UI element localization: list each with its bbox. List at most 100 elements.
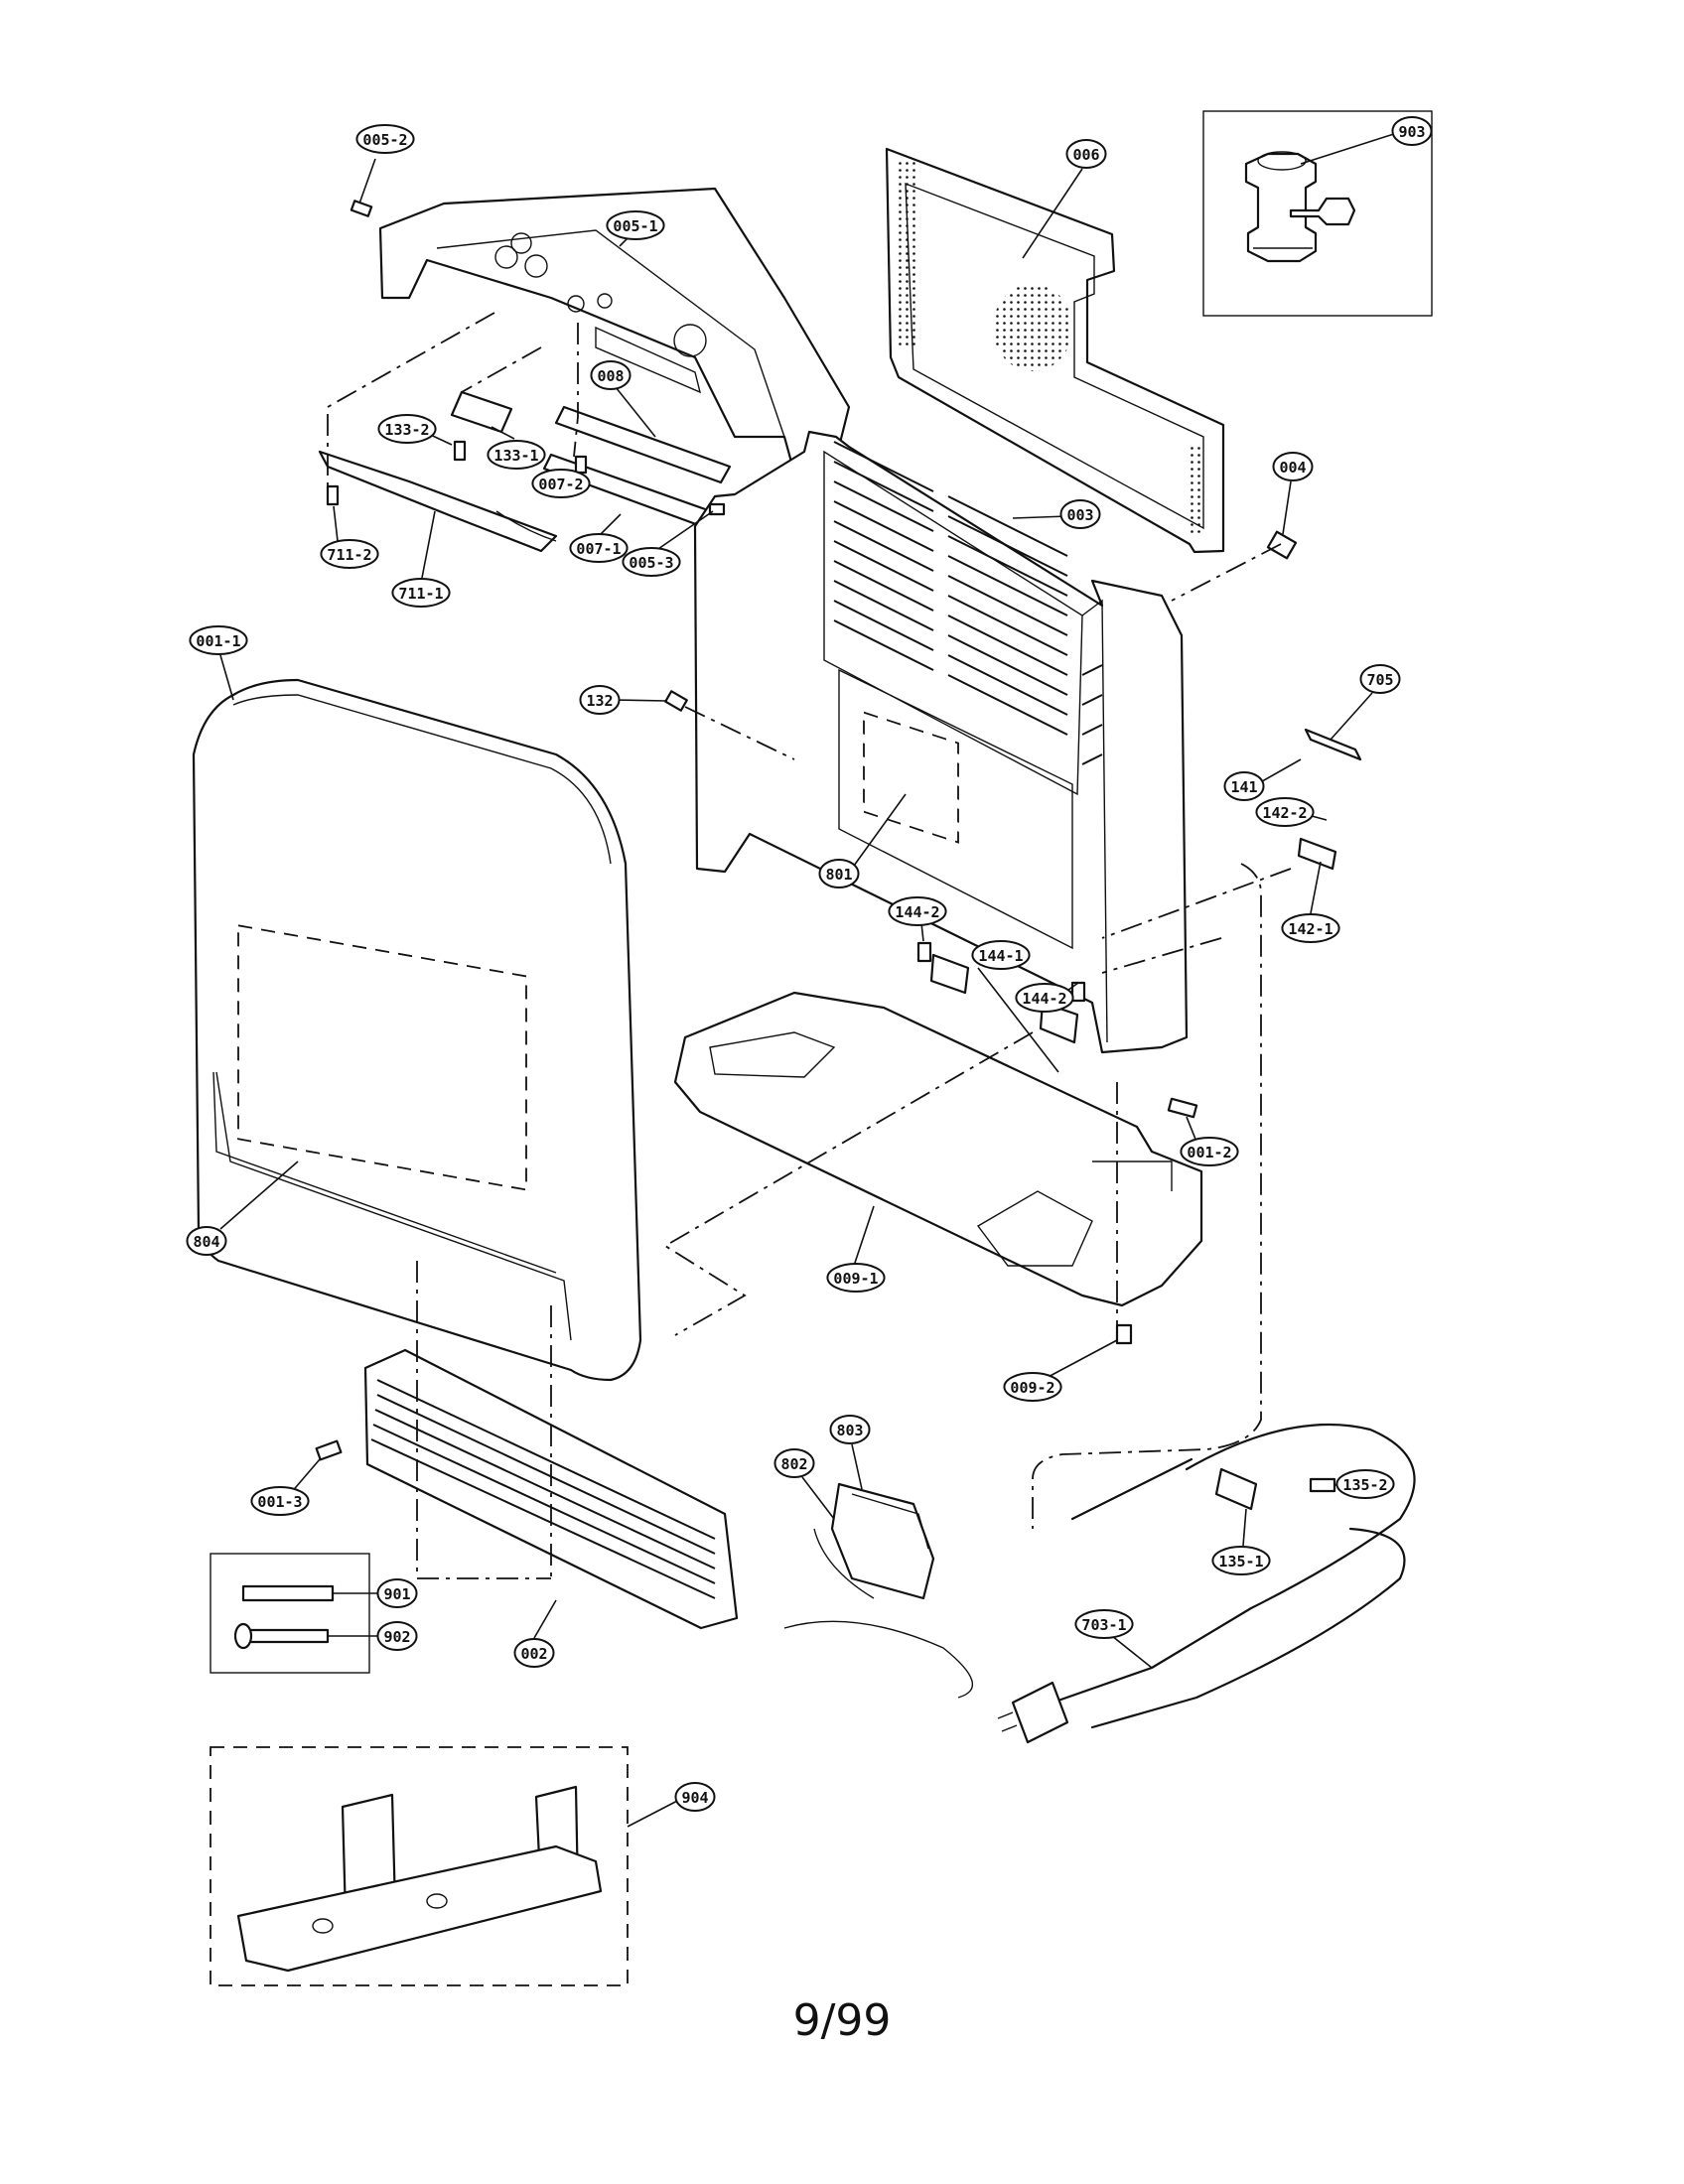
svg-text:003: 003 bbox=[1066, 506, 1093, 524]
callout-904: 904 bbox=[627, 1782, 716, 1828]
svg-text:802: 802 bbox=[780, 1455, 807, 1473]
callout-bubble bbox=[1003, 1372, 1062, 1402]
callout-144-2a: 144-2 bbox=[888, 896, 947, 942]
page-number: 9/99 bbox=[792, 1995, 892, 2046]
assembly-guide-lines bbox=[327, 312, 1292, 1579]
callout-001-1: 001-1 bbox=[189, 625, 248, 701]
control-board bbox=[318, 390, 732, 553]
callout-bubble bbox=[888, 896, 947, 926]
callout-006: 006 bbox=[1022, 139, 1107, 259]
svg-text:142-1: 142-1 bbox=[1288, 920, 1333, 938]
callout-bubble bbox=[829, 1415, 871, 1444]
svg-text:142-2: 142-2 bbox=[1262, 804, 1307, 822]
callout-bubble bbox=[1255, 797, 1315, 827]
callout-bubble bbox=[1015, 983, 1074, 1013]
callout-135-2: 135-2 bbox=[1334, 1469, 1395, 1499]
callout-135-1: 135-1 bbox=[1211, 1508, 1271, 1575]
callout-005-3: 005-3 bbox=[622, 510, 714, 577]
callout-002: 002 bbox=[513, 1599, 557, 1668]
callout-bubble bbox=[250, 1486, 310, 1516]
callout-bubble bbox=[590, 360, 632, 390]
svg-text:007-2: 007-2 bbox=[538, 476, 583, 493]
svg-text:001-2: 001-2 bbox=[1187, 1144, 1231, 1161]
svg-text:705: 705 bbox=[1366, 671, 1393, 689]
callout-141: 141 bbox=[1223, 758, 1302, 801]
callout-711-2: 711-2 bbox=[320, 505, 379, 569]
front-cover bbox=[192, 678, 642, 1382]
callout-902: 902 bbox=[328, 1621, 418, 1651]
callout-bubble bbox=[1335, 1469, 1395, 1499]
callout-142-2: 142-2 bbox=[1255, 797, 1328, 827]
callout-bubble bbox=[377, 414, 437, 444]
callout-bubble bbox=[569, 533, 629, 563]
svg-text:902: 902 bbox=[383, 1628, 410, 1646]
svg-text:001-3: 001-3 bbox=[257, 1493, 302, 1511]
svg-text:009-1: 009-1 bbox=[833, 1270, 878, 1288]
callout-703-1: 703-1 bbox=[1074, 1609, 1153, 1669]
callout-705: 705 bbox=[1330, 664, 1401, 741]
svg-text:009-2: 009-2 bbox=[1010, 1379, 1054, 1397]
small-parts bbox=[315, 200, 1362, 1493]
callout-142-1: 142-1 bbox=[1281, 861, 1340, 943]
callout-144-2b: 144-2 bbox=[1015, 982, 1079, 1013]
callout-bubble bbox=[773, 1448, 815, 1478]
svg-text:144-1: 144-1 bbox=[978, 947, 1023, 965]
callouts: 005-2 005-1 006 903 008 133-2 133-1 007 bbox=[186, 116, 1433, 1828]
svg-text:141: 141 bbox=[1230, 778, 1257, 796]
callout-bubble bbox=[818, 859, 860, 888]
callout-bubble bbox=[391, 578, 451, 608]
callout-903: 903 bbox=[1300, 116, 1433, 165]
callout-bubble bbox=[579, 685, 621, 715]
callout-bubble bbox=[186, 1226, 227, 1256]
svg-text:004: 004 bbox=[1279, 459, 1306, 477]
screw-kit bbox=[210, 1553, 370, 1674]
callout-001-2: 001-2 bbox=[1180, 1116, 1239, 1166]
callout-bubble bbox=[1180, 1137, 1239, 1166]
callout-bubble bbox=[376, 1621, 418, 1651]
callout-007-1: 007-1 bbox=[569, 513, 629, 563]
svg-text:007-1: 007-1 bbox=[576, 540, 621, 558]
svg-text:904: 904 bbox=[681, 1789, 708, 1807]
callout-bubble bbox=[971, 940, 1031, 970]
svg-text:144-2: 144-2 bbox=[895, 903, 939, 921]
svg-text:804: 804 bbox=[193, 1233, 219, 1251]
svg-text:133-2: 133-2 bbox=[384, 421, 429, 439]
callout-003: 003 bbox=[1012, 499, 1101, 529]
callout-bubble bbox=[1281, 913, 1340, 943]
callout-bubble bbox=[1074, 1609, 1134, 1639]
callout-bubble bbox=[513, 1638, 555, 1668]
callout-711-1: 711-1 bbox=[391, 510, 451, 608]
svg-text:135-2: 135-2 bbox=[1342, 1476, 1387, 1494]
callout-bubble bbox=[355, 124, 415, 154]
callout-005-2: 005-2 bbox=[355, 124, 415, 205]
callout-133-2: 133-2 bbox=[377, 414, 453, 446]
svg-text:005-3: 005-3 bbox=[629, 554, 673, 572]
floor-stand bbox=[210, 1746, 629, 1986]
svg-text:005-1: 005-1 bbox=[613, 217, 657, 235]
callout-133-1: 133-1 bbox=[487, 426, 546, 470]
callout-bubble bbox=[531, 469, 591, 498]
callout-bubble bbox=[1223, 771, 1265, 801]
callout-144-1: 144-1 bbox=[971, 940, 1059, 1073]
callout-008: 008 bbox=[590, 360, 656, 438]
svg-text:711-1: 711-1 bbox=[398, 585, 443, 603]
back-panel bbox=[885, 147, 1225, 554]
callout-004: 004 bbox=[1272, 452, 1314, 535]
front-grille bbox=[363, 1348, 739, 1630]
callout-803: 803 bbox=[829, 1415, 871, 1490]
svg-text:801: 801 bbox=[825, 866, 852, 884]
svg-text:803: 803 bbox=[836, 1422, 863, 1439]
power-cord bbox=[997, 863, 1416, 1744]
callout-804: 804 bbox=[186, 1160, 299, 1256]
callout-bubble bbox=[376, 1578, 418, 1608]
callout-bubble bbox=[487, 440, 546, 470]
callout-bubble bbox=[1272, 452, 1314, 481]
callout-005-1: 005-1 bbox=[606, 210, 665, 247]
callout-bubble bbox=[1065, 139, 1107, 169]
svg-text:135-1: 135-1 bbox=[1218, 1553, 1263, 1570]
callout-001-3: 001-3 bbox=[250, 1458, 321, 1516]
callout-bubble bbox=[674, 1782, 716, 1812]
callout-bubble bbox=[622, 547, 681, 577]
callout-bubble bbox=[826, 1263, 886, 1293]
